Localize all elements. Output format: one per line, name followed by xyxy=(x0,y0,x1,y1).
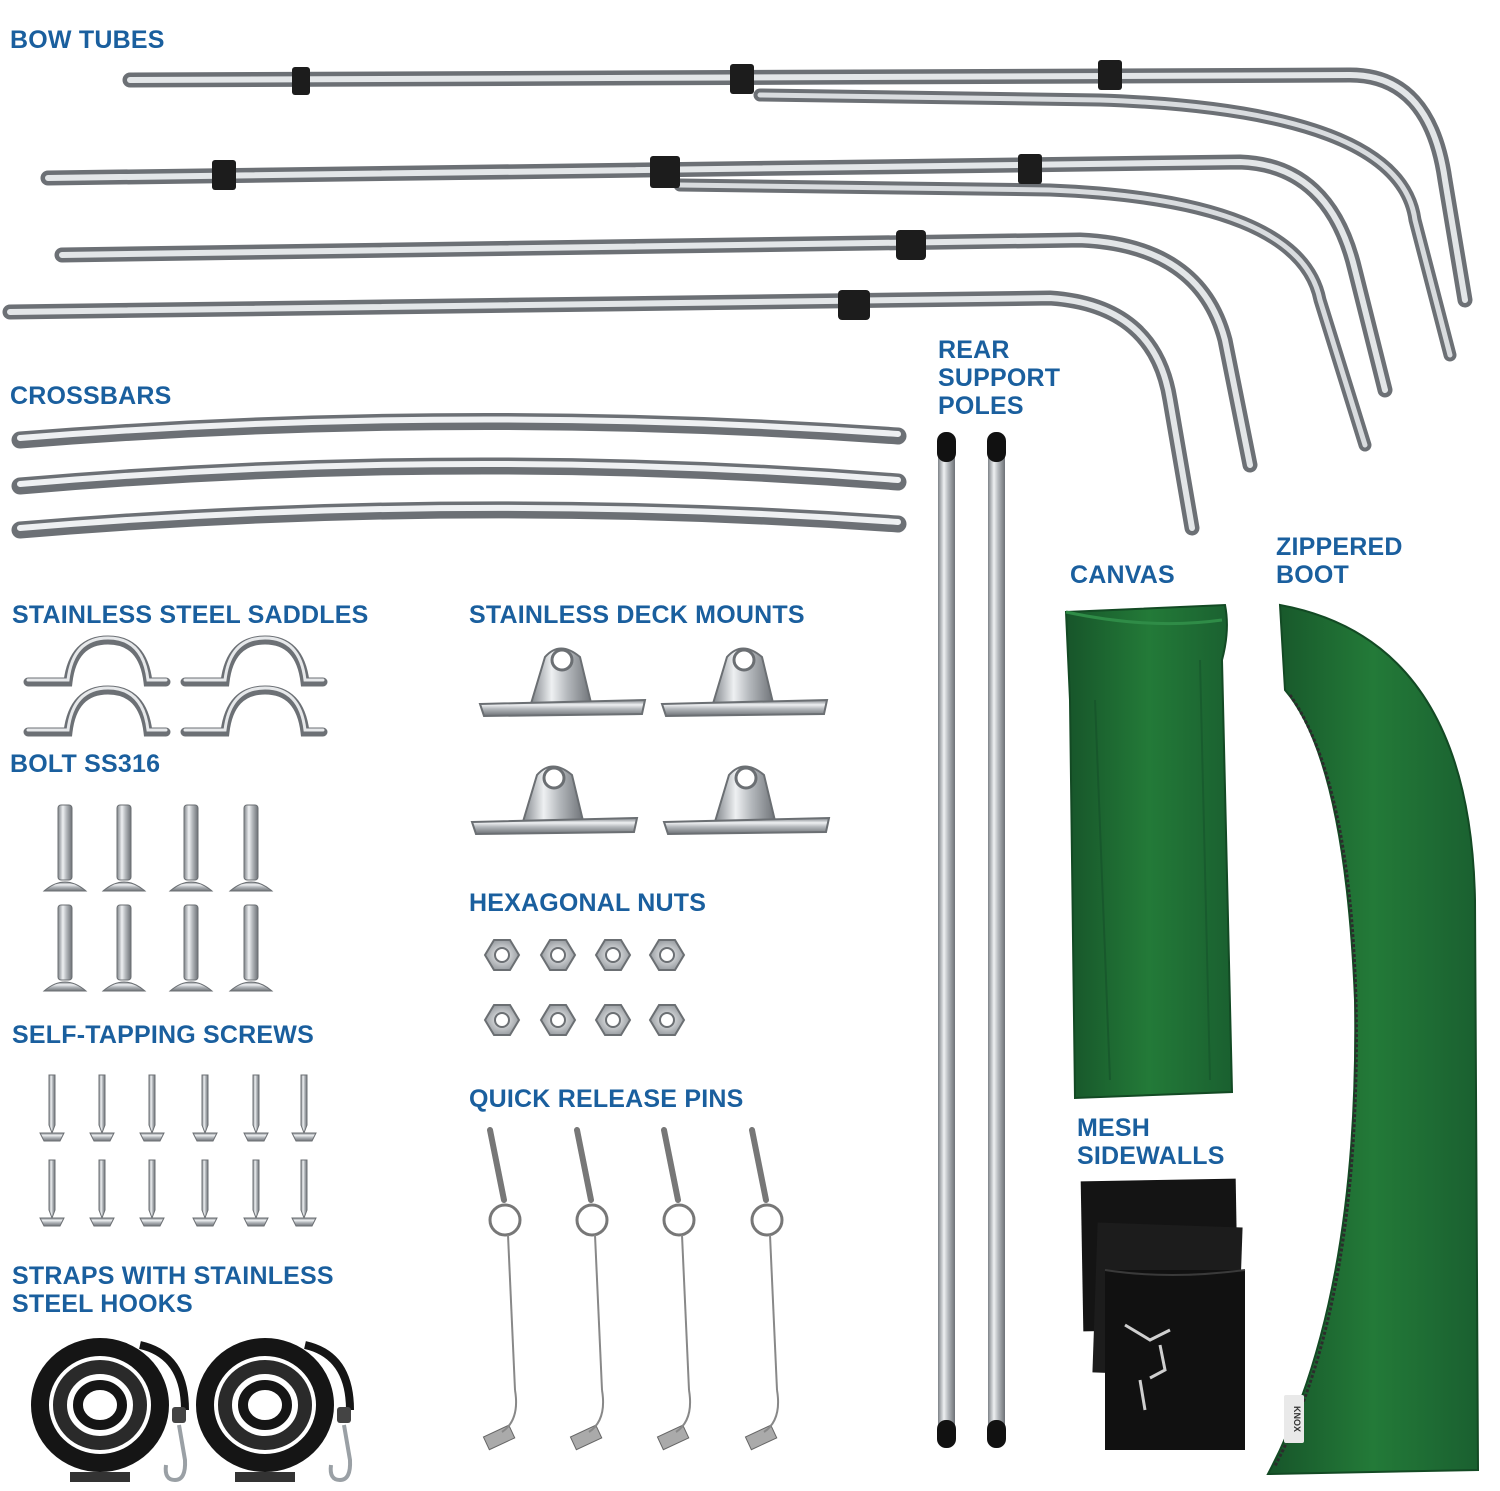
label-line: SIDEWALLS xyxy=(1077,1142,1225,1170)
deck-mount xyxy=(662,765,831,836)
label-mesh-sidewalls: MESH SIDEWALLS xyxy=(1077,1114,1225,1170)
hex-nut xyxy=(594,939,632,971)
label-straps-with-stainless-steel-hooks: STRAPS WITH STAINLESS STEEL HOOKS xyxy=(12,1262,334,1318)
hex-nut xyxy=(539,939,577,971)
zippered-boot: KNOX xyxy=(1266,603,1480,1476)
quick-release-pin xyxy=(656,1127,696,1451)
hex-nut xyxy=(483,939,521,971)
quick-release-pins xyxy=(482,1127,784,1451)
quick-release-pin xyxy=(569,1127,609,1451)
bow-tube xyxy=(54,230,1258,473)
label-crossbars: CROSSBARS xyxy=(10,382,172,410)
deck-mount xyxy=(660,647,829,718)
screw xyxy=(139,1074,165,1142)
bolt xyxy=(101,804,147,892)
label-line: STRAPS WITH STAINLESS xyxy=(12,1262,334,1290)
label-line: MESH xyxy=(1077,1114,1151,1142)
saddle xyxy=(180,635,328,687)
hexagonal-nuts xyxy=(483,939,686,1036)
bolts xyxy=(42,804,274,992)
deck-mount xyxy=(478,647,647,718)
quick-release-pin xyxy=(744,1127,784,1451)
label-canvas: CANVAS xyxy=(1070,561,1175,589)
label-zippered-boot: ZIPPERED BOOT xyxy=(1276,533,1403,589)
rear-support-pole xyxy=(987,432,1006,1448)
screw xyxy=(291,1074,317,1142)
screw xyxy=(89,1159,115,1227)
bolt xyxy=(42,904,88,992)
label-stainless-steel-saddles: STAINLESS STEEL SADDLES xyxy=(12,601,369,629)
screw xyxy=(192,1159,218,1227)
label-bolt-ss316: BOLT SS316 xyxy=(10,750,161,778)
self-tapping-screws xyxy=(39,1074,317,1227)
deck-mount xyxy=(470,765,639,836)
label-line: REAR xyxy=(938,336,1010,364)
canvas-bag xyxy=(1064,603,1234,1100)
crossbar xyxy=(11,501,907,539)
label-line: BOOT xyxy=(1276,561,1350,589)
screw xyxy=(291,1159,317,1227)
bow-tube xyxy=(2,290,1200,536)
crossbar xyxy=(11,457,907,495)
rear-support-pole xyxy=(937,432,956,1448)
hex-nut xyxy=(483,1004,521,1036)
bolt xyxy=(228,904,274,992)
label-line: SUPPORT xyxy=(938,364,1061,392)
bolt xyxy=(42,804,88,892)
bow-tubes xyxy=(2,60,1473,536)
mesh-sidewalls xyxy=(1080,1178,1246,1450)
screw xyxy=(39,1159,65,1227)
saddle xyxy=(23,635,171,687)
saddle xyxy=(23,685,171,737)
bow-tube xyxy=(40,154,1393,452)
screw xyxy=(139,1159,165,1227)
bolt xyxy=(101,904,147,992)
hex-nut xyxy=(648,1004,686,1036)
label-bow-tubes: BOW TUBES xyxy=(10,26,165,54)
label-self-tapping-screws: SELF-TAPPING SCREWS xyxy=(12,1021,314,1049)
strap xyxy=(196,1338,354,1483)
brand-tag xyxy=(1284,1395,1304,1443)
stainless-deck-mounts xyxy=(470,647,831,836)
label-line: STEEL HOOKS xyxy=(12,1290,193,1318)
screw xyxy=(243,1074,269,1142)
brand-tag-text: KNOX xyxy=(1292,1406,1302,1432)
label-rear-support-poles: REAR SUPPORT POLES xyxy=(938,336,1060,420)
screw xyxy=(89,1074,115,1142)
screw xyxy=(243,1159,269,1227)
hex-nut xyxy=(648,939,686,971)
straps xyxy=(31,1338,354,1483)
hex-nut xyxy=(594,1004,632,1036)
bolt xyxy=(168,904,214,992)
strap xyxy=(31,1338,189,1483)
screw xyxy=(192,1074,218,1142)
label-line: POLES xyxy=(938,392,1024,420)
saddle xyxy=(180,685,328,737)
bolt xyxy=(168,804,214,892)
label-quick-release-pins: QUICK RELEASE PINS xyxy=(469,1085,744,1113)
crossbars xyxy=(11,412,907,539)
stainless-steel-saddles xyxy=(23,635,328,737)
bolt xyxy=(228,804,274,892)
label-line: ZIPPERED xyxy=(1276,533,1403,561)
crossbar xyxy=(11,412,907,449)
bow-tube xyxy=(122,60,1473,362)
rear-support-poles xyxy=(937,432,1006,1448)
hex-nut xyxy=(539,1004,577,1036)
label-stainless-deck-mounts: STAINLESS DECK MOUNTS xyxy=(469,601,805,629)
screw xyxy=(39,1074,65,1142)
quick-release-pin xyxy=(482,1127,522,1451)
label-hexagonal-nuts: HEXAGONAL NUTS xyxy=(469,889,707,917)
